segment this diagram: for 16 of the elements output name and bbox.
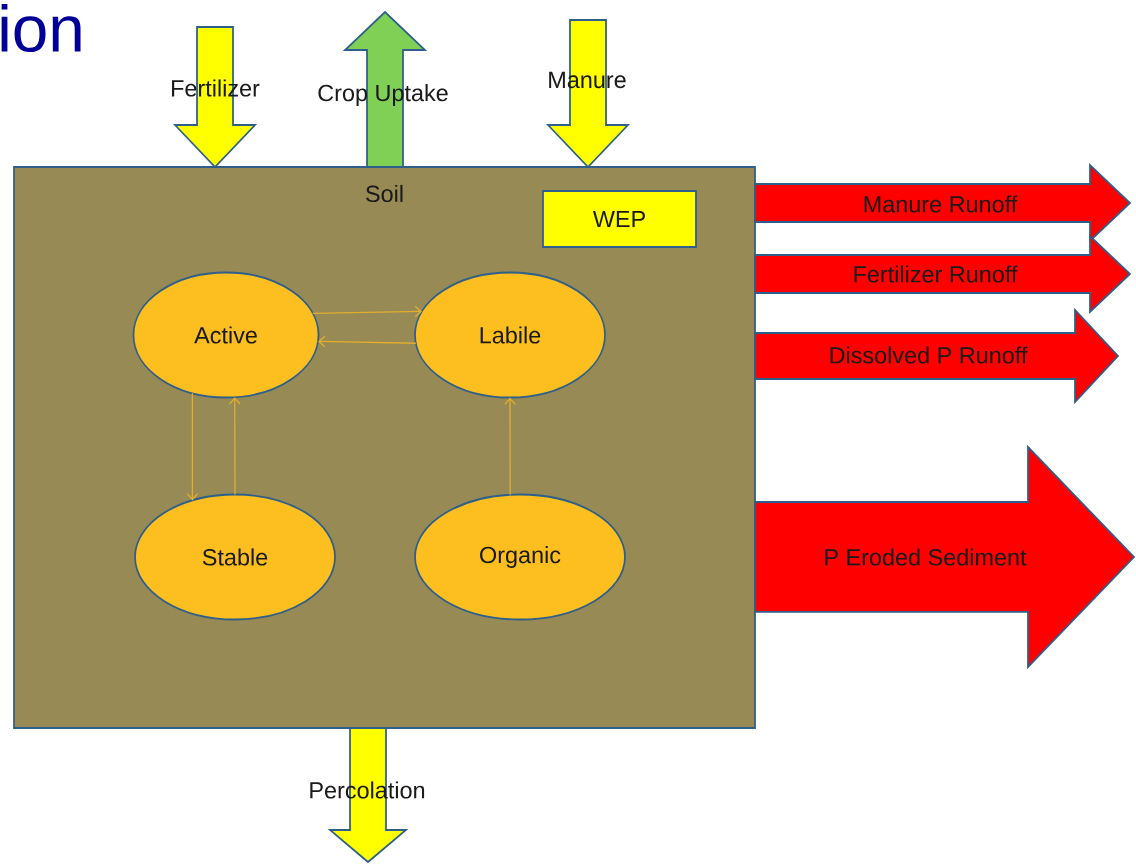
edge-label: Dissolved P Runoff — [830, 346, 1028, 364]
edge-label: Manure Runoff — [864, 195, 1018, 213]
block-arrow — [754, 233, 1132, 315]
title: ion — [1, 3, 81, 53]
arrow — [318, 335, 417, 348]
block-arrow — [545, 19, 631, 169]
arrow — [228, 397, 241, 496]
arrow — [312, 305, 423, 318]
arrow — [504, 397, 516, 496]
block-arrow — [172, 26, 258, 169]
edge-label: P Eroded Sediment — [825, 548, 1027, 566]
label-box: WEP — [542, 190, 697, 248]
block-arrow — [754, 444, 1136, 670]
arrow — [186, 392, 199, 501]
edge-label: Fertilizer Runoff — [854, 265, 1018, 283]
block-arrow — [754, 307, 1120, 405]
